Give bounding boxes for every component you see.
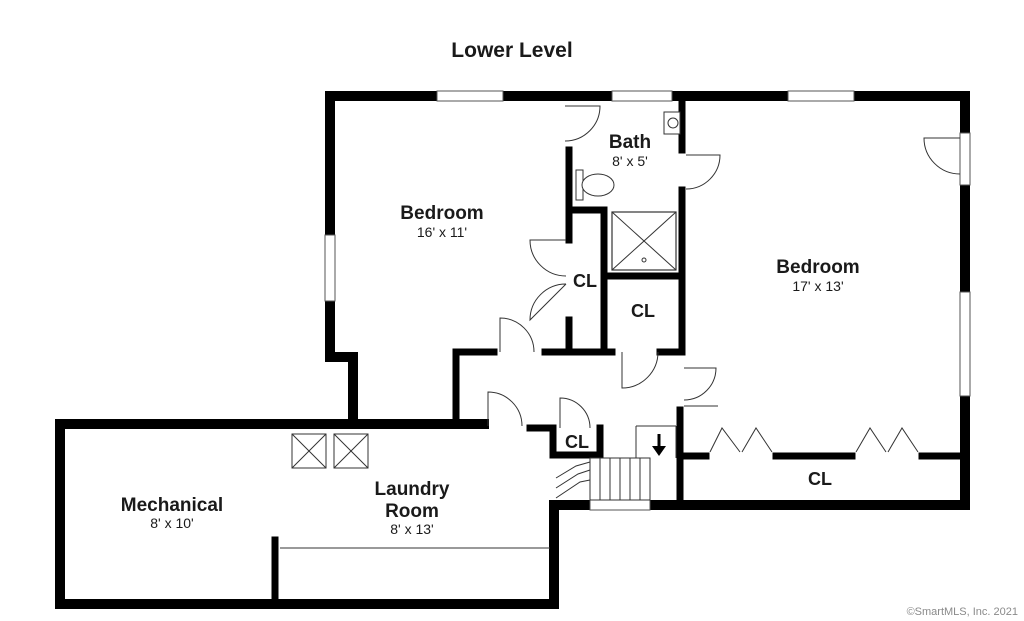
laundry-name-line1: Laundry (375, 479, 450, 500)
mechanical-name: Mechanical (121, 495, 223, 516)
interior-walls (271, 96, 964, 604)
fixtures (280, 111, 681, 549)
room-labels: Bedroom 16' x 11' Bath 8' x 5' Bedroom 1… (121, 132, 860, 537)
copyright-text: ©SmartMLS, Inc. 2021 (907, 606, 1018, 618)
mechanical-size: 8' x 10' (150, 515, 193, 531)
doors (487, 105, 961, 453)
bedroom-left-name: Bedroom (400, 203, 483, 224)
plan-title: Lower Level (451, 39, 572, 62)
staircase (555, 425, 677, 501)
bedroom-left-size: 16' x 11' (417, 224, 467, 240)
windows (324, 90, 971, 511)
bedroom-right-size: 17' x 13' (792, 278, 843, 294)
bath-name: Bath (609, 132, 651, 153)
exterior-walls (55, 91, 970, 609)
closet-c-label: CL (565, 432, 589, 452)
bath-size: 8' x 5' (612, 153, 648, 169)
laundry-name-line2: Room (385, 501, 439, 522)
bedroom-right-name: Bedroom (776, 257, 859, 278)
closet-b-label: CL (631, 301, 655, 321)
arrow-down-icon (652, 434, 666, 456)
laundry-size: 8' x 13' (390, 521, 433, 537)
closet-d-label: CL (808, 469, 832, 489)
closet-a-label: CL (573, 271, 597, 291)
